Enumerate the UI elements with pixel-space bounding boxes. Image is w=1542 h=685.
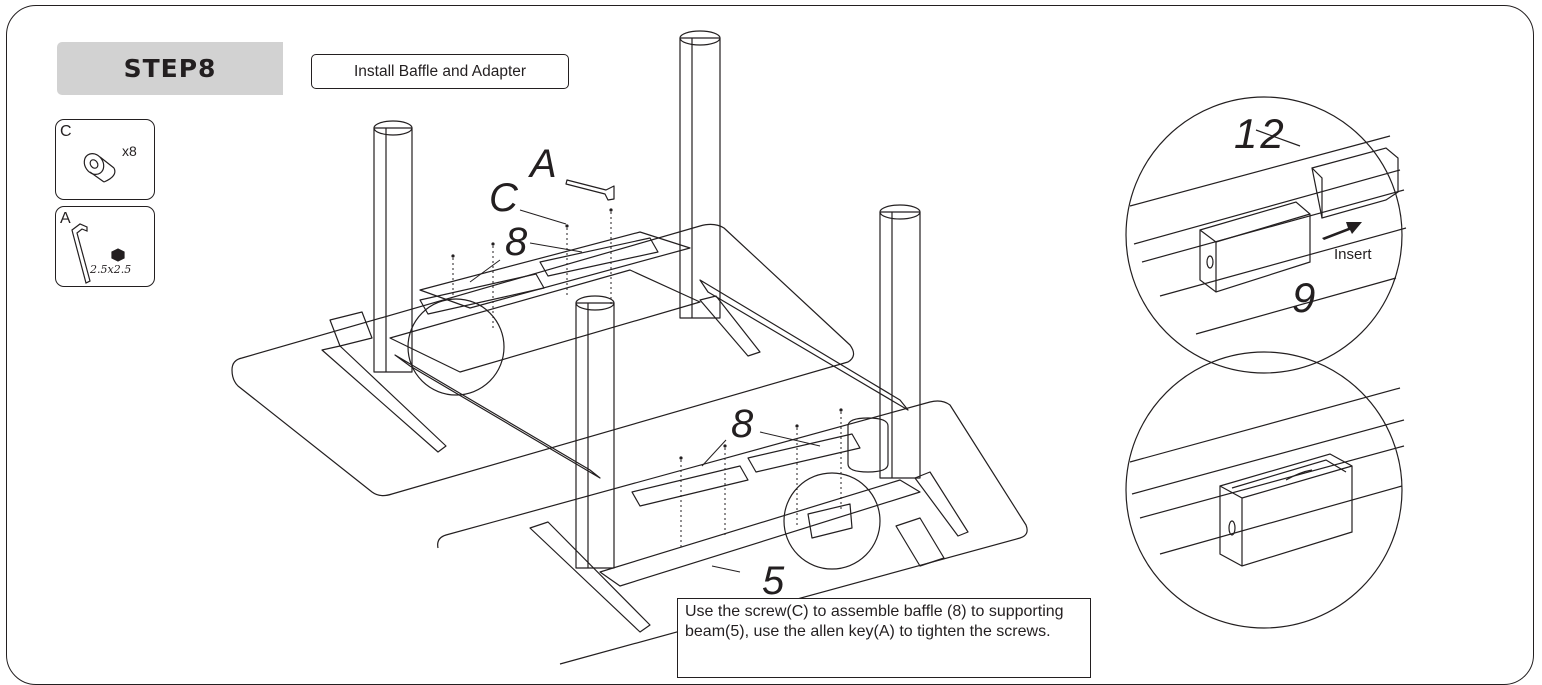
assembly-drawing (231, 30, 1407, 665)
leg-front-left (575, 295, 615, 569)
baffle-upper-a (419, 273, 545, 315)
part-c-quantity: x8 (122, 143, 137, 159)
part-a-box: A 2.5x2.5 (55, 206, 155, 287)
part-a-letter: A (60, 210, 71, 227)
allen-key-size: 2.5x2.5 (90, 263, 132, 276)
control-box-front (895, 517, 945, 567)
detail-circle-top (1125, 96, 1407, 374)
screw-guides (452, 212, 842, 548)
control-box-left (329, 311, 373, 347)
foot-front-left (529, 521, 651, 633)
callout-baffle-upper: 8 (505, 220, 528, 264)
insert-label: Insert (1334, 246, 1372, 263)
detail-label-12: 12 (1234, 110, 1287, 157)
step-title: Install Baffle and Adapter (311, 54, 569, 89)
side-beam-back (389, 269, 701, 373)
insert-arrow-icon (1322, 222, 1362, 240)
desktop-panel-front (437, 400, 1028, 665)
detail-label-9: 9 (1292, 274, 1316, 321)
step-badge: STEP8 (57, 42, 283, 95)
leader-lines (469, 209, 821, 573)
supporting-beam-front (599, 479, 921, 587)
instruction-text: Use the screw(C) to assemble baffle (8) … (677, 598, 1091, 678)
baffle-upper-b (539, 237, 659, 277)
part-c-letter: C (60, 123, 72, 140)
motor-housing (847, 417, 889, 473)
baffle-lower-b (747, 433, 861, 473)
foot-front-right (914, 471, 969, 537)
hex-socket-screw-icon (83, 153, 116, 183)
cross-beam-right (699, 279, 909, 411)
leg-back-right (679, 30, 721, 319)
zoom-circle-lower (783, 472, 881, 570)
leg-back-left (373, 120, 413, 373)
callout-screw: C (489, 176, 518, 220)
callout-baffle-lower: 8 (731, 402, 754, 446)
foot-back-right (699, 295, 761, 357)
leg-front-right (879, 204, 921, 479)
baffle-upper-outline (419, 231, 691, 309)
part-c-box: C x8 (55, 119, 155, 200)
callout-allen-key: A (530, 142, 557, 186)
baffle-lower-a (631, 465, 749, 507)
foot-back-left (321, 345, 447, 453)
allen-key-drawing (565, 179, 615, 201)
detail-circle-bottom (1125, 351, 1405, 629)
allen-key-icon (71, 223, 125, 284)
zoom-circle-upper (407, 298, 505, 396)
desktop-panel-back (231, 223, 855, 497)
screw-heads (451, 208, 843, 460)
callout-supporting-beam: 5 (762, 559, 785, 603)
adapter-part (807, 503, 853, 539)
cross-beam-left (394, 354, 601, 479)
